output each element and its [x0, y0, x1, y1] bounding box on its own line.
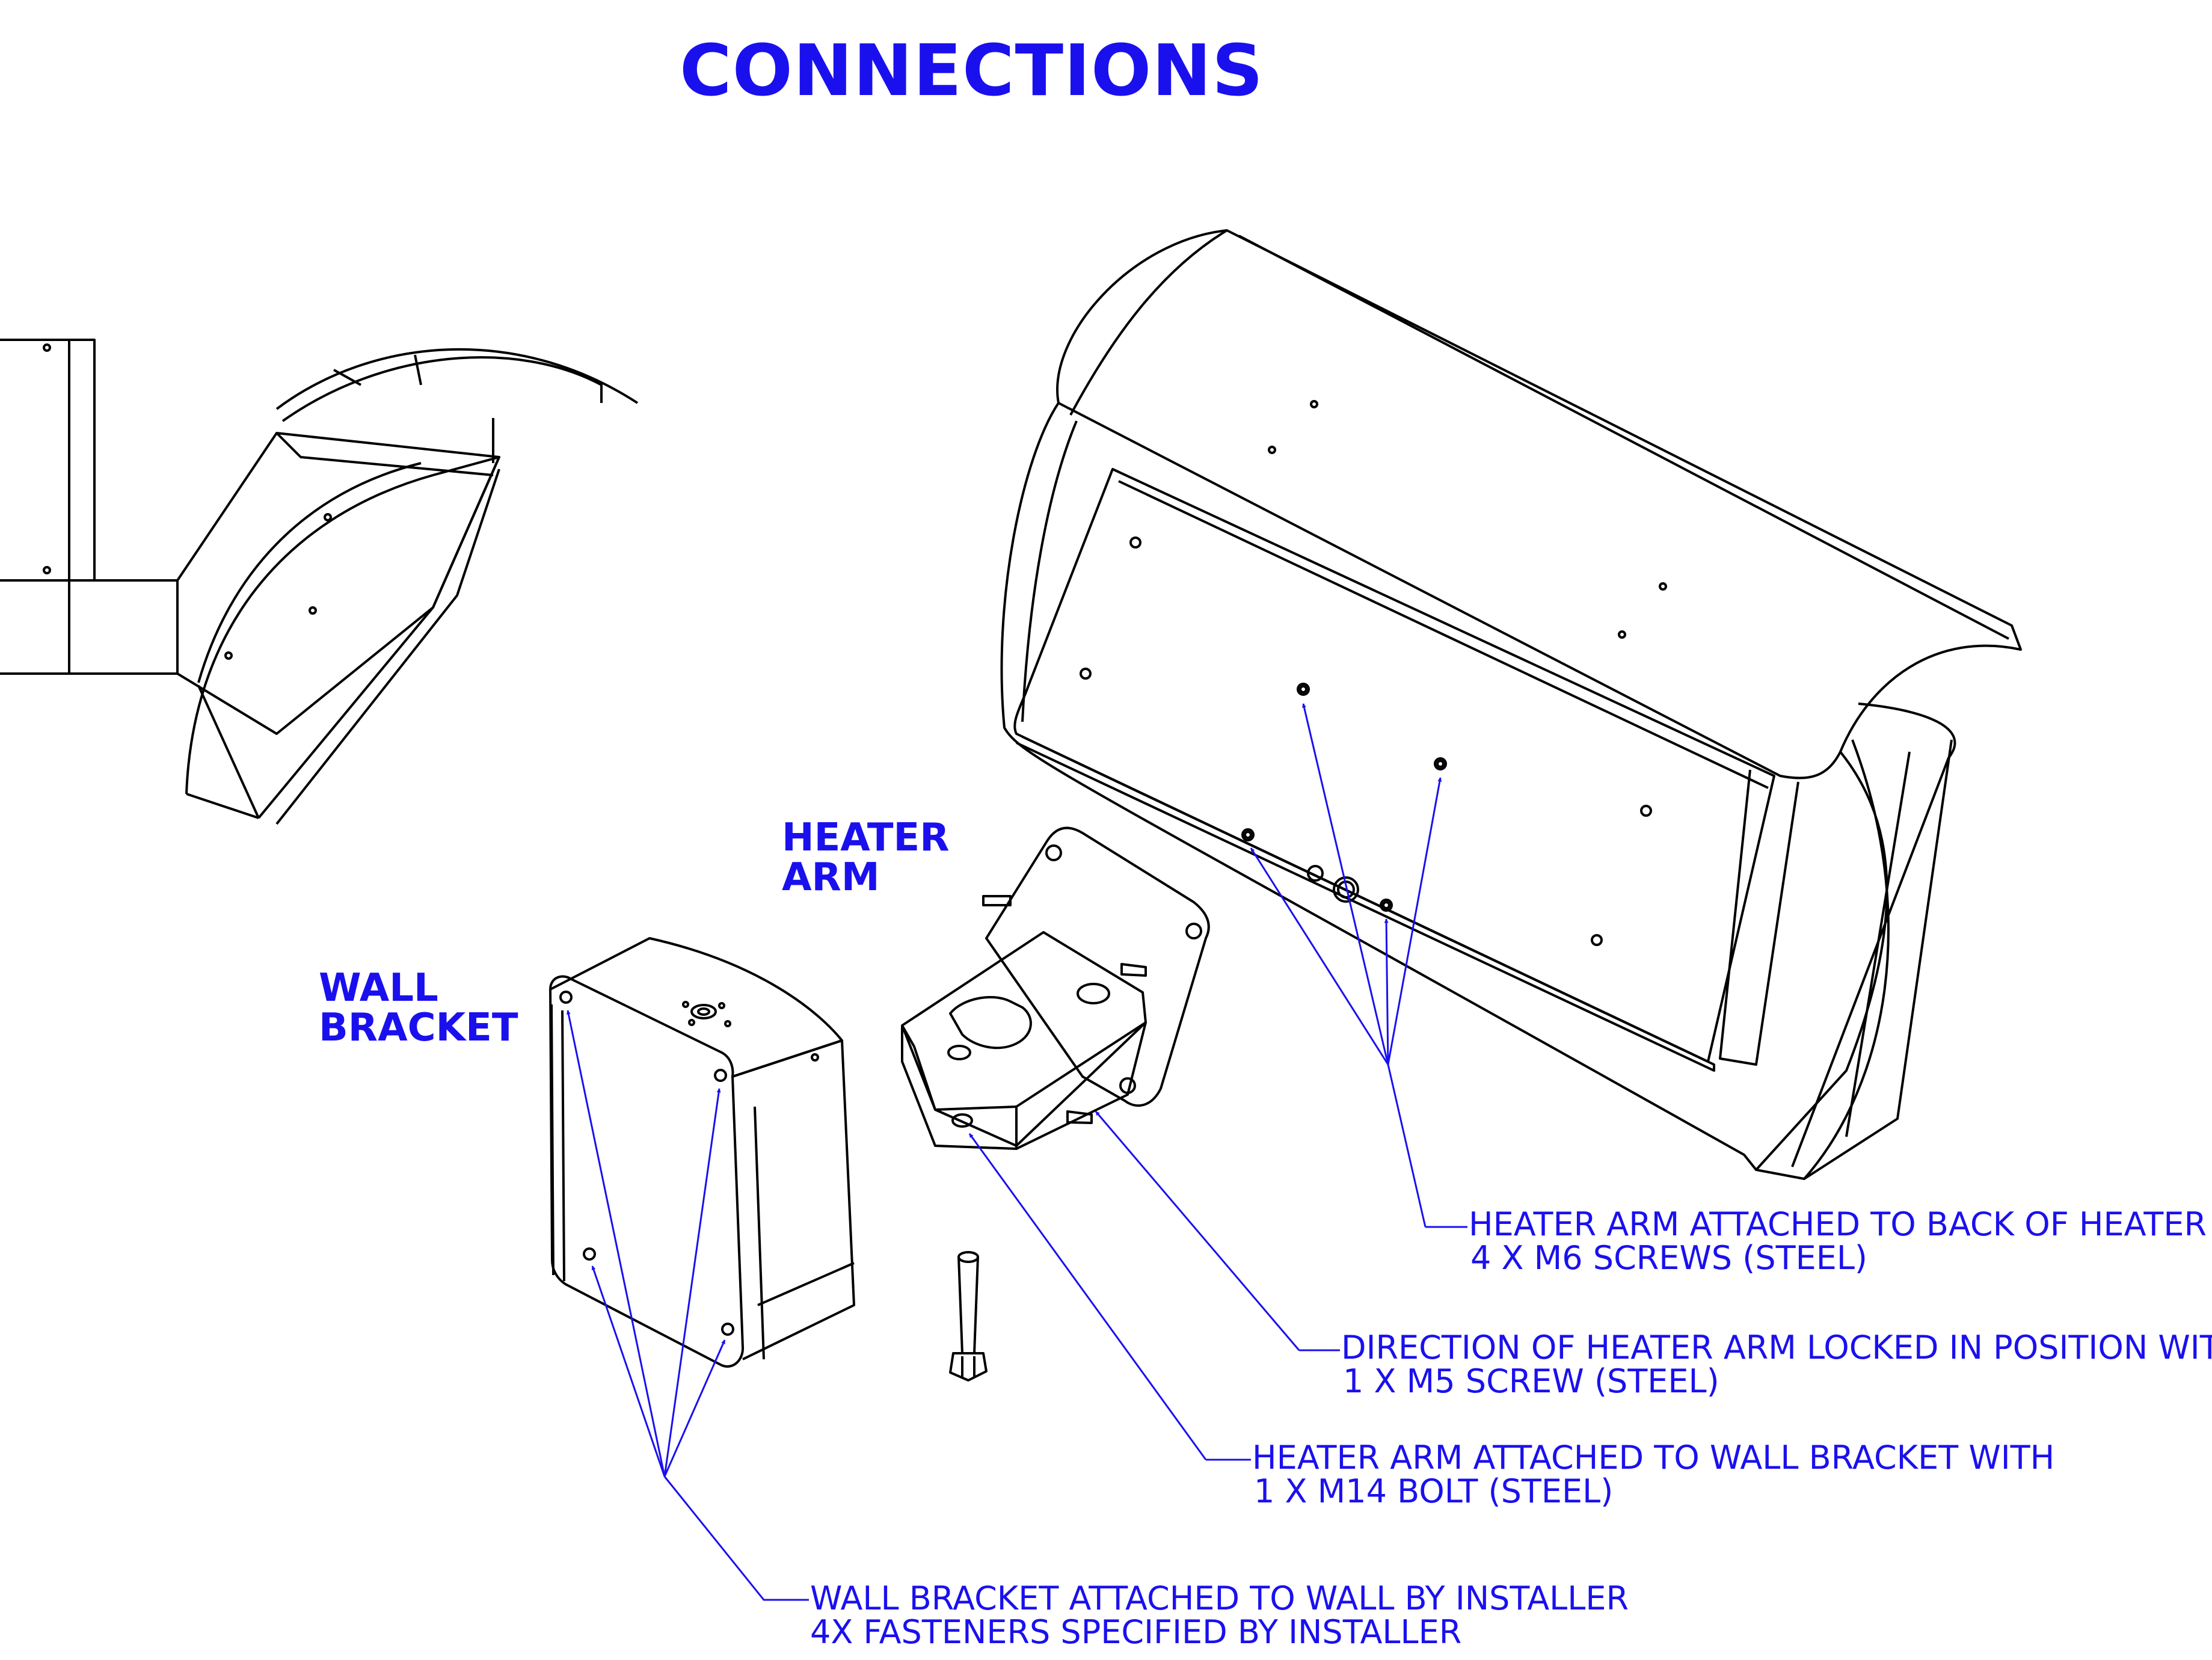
m14-bolt	[949, 1251, 988, 1382]
heater-arm-label-line2: ARM	[782, 855, 880, 900]
heater-arm	[901, 826, 1210, 1150]
callout-direction-lock: DIRECTION OF HEATER ARM LOCKED IN POSITI…	[1341, 1331, 2212, 1398]
wall-bracket-label-line2: BRACKET	[319, 1006, 518, 1050]
left-partial-view	[0, 339, 639, 825]
left-plate	[0, 339, 70, 582]
callout-direction-lock-line1: DIRECTION OF HEATER ARM LOCKED IN POSITI…	[1341, 1329, 2212, 1366]
page-title: CONNECTIONS	[680, 29, 1264, 112]
heater-arm-label-line1: HEATER	[782, 816, 950, 860]
callout-wall-fasteners-line1: WALL BRACKET ATTACHED TO WALL BY INSTALL…	[810, 1579, 1629, 1617]
callout-wall-fasteners: WALL BRACKET ATTACHED TO WALL BY INSTALL…	[810, 1582, 1629, 1649]
callout-m14-bolt: HEATER ARM ATTACHED TO WALL BRACKET WITH…	[1252, 1441, 2054, 1508]
heater-arm-label: HEATER ARM	[782, 818, 950, 897]
callout-heater-screws-line2: 4 X M6 SCREWS (STEEL)	[1470, 1239, 1867, 1277]
callout-m14-bolt-line2: 1 X M14 BOLT (STEEL)	[1254, 1472, 1614, 1510]
wall-bracket-label-line1: WALL	[319, 966, 438, 1010]
heater-body	[1000, 229, 2022, 1180]
callout-wall-fasteners-line2: 4X FASTENERS SPECIFIED BY INSTALLER	[810, 1613, 1462, 1651]
callout-heater-screws-line1: HEATER ARM ATTACHED TO BACK OF HEATER WI…	[1469, 1205, 2212, 1243]
callout-m14-bolt-line1: HEATER ARM ATTACHED TO WALL BRACKET WITH	[1252, 1439, 2055, 1477]
callout-heater-screws: HEATER ARM ATTACHED TO BACK OF HEATER WI…	[1469, 1208, 2212, 1275]
wall-bracket-label: WALL BRACKET	[319, 968, 518, 1048]
wall-bracket	[549, 937, 855, 1368]
callout-direction-lock-line2: 1 X M5 SCREW (STEEL)	[1343, 1362, 1719, 1400]
leader-lines	[566, 703, 1467, 1601]
